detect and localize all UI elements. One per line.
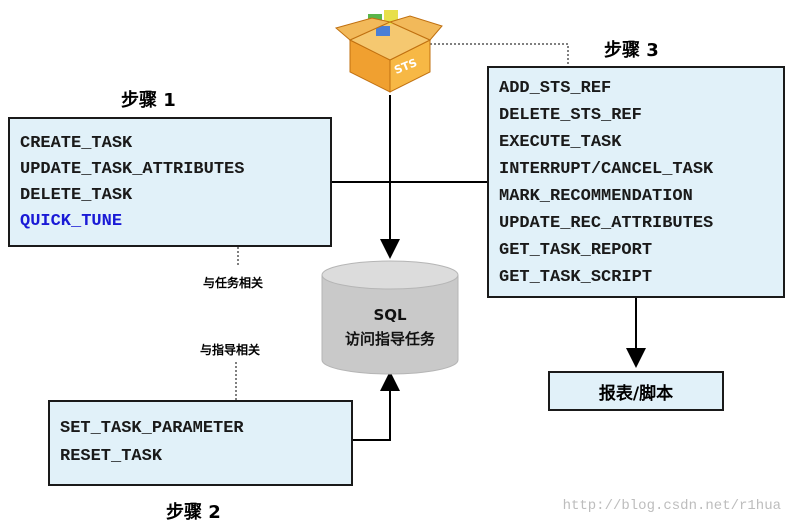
step3-item: ADD_STS_REF [499, 79, 612, 98]
step3-label: 步骤 3 [604, 40, 659, 61]
step2-item: RESET_TASK [60, 447, 163, 466]
watermark: http://blog.csdn.net/r1hua [562, 498, 781, 514]
step3-item: INTERRUPT/CANCEL_TASK [499, 160, 714, 179]
step3-box: ADD_STS_REF DELETE_STS_REF EXECUTE_TASK … [487, 66, 785, 298]
step3-item: DELETE_STS_REF [499, 106, 642, 125]
step1-box: CREATE_TASK UPDATE_TASK_ATTRIBUTES DELET… [8, 117, 332, 247]
step3-item: GET_TASK_SCRIPT [499, 268, 653, 287]
step1-label: 步骤 1 [121, 90, 176, 111]
sts-box-icon [334, 10, 443, 93]
step2-label: 步骤 2 [166, 502, 221, 523]
step1-item: UPDATE_TASK_ATTRIBUTES [20, 160, 245, 179]
step3-item: EXECUTE_TASK [499, 133, 622, 152]
task-related-note: 与任务相关 [203, 276, 264, 290]
step3-item: UPDATE_REC_ATTRIBUTES [499, 214, 714, 233]
report-box: 报表/脚本 [548, 371, 724, 411]
connector-step2-db [353, 371, 400, 441]
database-cylinder [321, 260, 459, 375]
step1-item: DELETE_TASK [20, 186, 133, 205]
database-label-sql: SQL [373, 306, 407, 324]
dotted-sts-step3 [430, 43, 569, 66]
guide-related-note: 与指导相关 [200, 343, 261, 357]
step1-item-quick-tune: QUICK_TUNE [20, 212, 123, 231]
database-label-task: 访问指导任务 [344, 330, 435, 348]
step2-item: SET_TASK_PARAMETER [60, 419, 244, 438]
step3-item: GET_TASK_REPORT [499, 241, 653, 260]
step3-item: MARK_RECOMMENDATION [499, 187, 693, 206]
step2-box: SET_TASK_PARAMETER RESET_TASK [48, 400, 353, 486]
step1-item: CREATE_TASK [20, 134, 133, 153]
